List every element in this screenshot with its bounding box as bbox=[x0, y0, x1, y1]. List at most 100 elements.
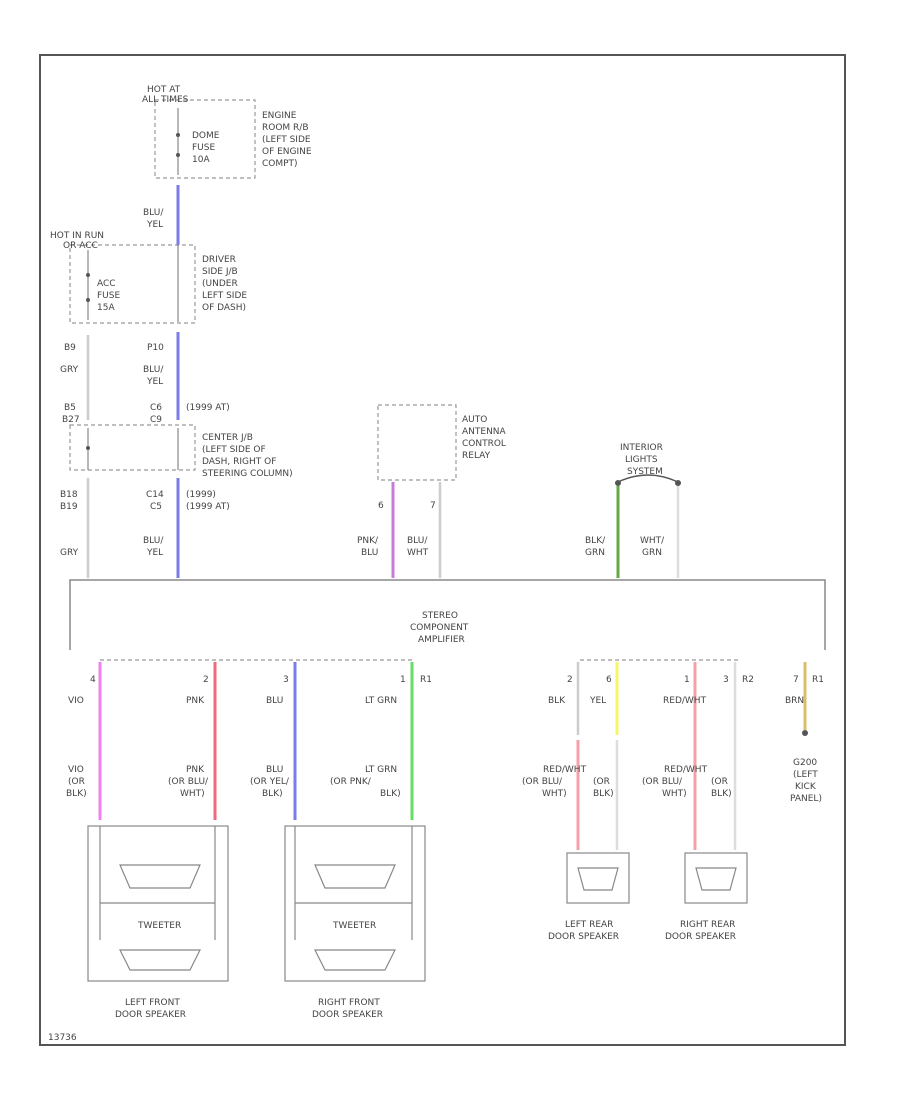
svg-text:WHT: WHT bbox=[407, 548, 429, 558]
interior-lights-node-a bbox=[615, 480, 621, 486]
svg-text:GRN: GRN bbox=[585, 548, 605, 558]
wire-label-red-wht: RED/WHT bbox=[663, 696, 707, 706]
svg-text:RED/WHT: RED/WHT bbox=[664, 765, 708, 775]
left-rear-speaker-label: LEFT REAR DOOR SPEAKER bbox=[548, 920, 619, 942]
svg-text:CONTROL: CONTROL bbox=[462, 439, 506, 449]
svg-text:(UNDER: (UNDER bbox=[202, 279, 238, 289]
wire-label-blu-or: BLU (OR YEL/ BLK) bbox=[250, 765, 290, 799]
center-jb-box bbox=[69, 424, 196, 471]
hot-run-sublabel: OR ACC bbox=[63, 241, 98, 251]
svg-text:CENTER J/B: CENTER J/B bbox=[202, 433, 253, 443]
wire-label-c6: C6 bbox=[150, 403, 162, 413]
svg-text:10A: 10A bbox=[192, 155, 210, 165]
wire-label-yel: YEL bbox=[589, 696, 606, 706]
wire-label-c6-note: (1999 AT) bbox=[186, 403, 230, 413]
svg-text:LEFT FRONT: LEFT FRONT bbox=[125, 998, 180, 1008]
diagram-footer-id: 13736 bbox=[48, 1033, 77, 1043]
svg-text:DOOR SPEAKER: DOOR SPEAKER bbox=[312, 1010, 383, 1020]
wire-label-pin-r1b: R1 bbox=[812, 675, 824, 685]
right-rear-speaker bbox=[684, 852, 748, 904]
svg-text:OF ENGINE: OF ENGINE bbox=[262, 147, 312, 157]
wire-label-c5-note: (1999 AT) bbox=[186, 502, 230, 512]
svg-text:BLU/: BLU/ bbox=[143, 208, 164, 218]
svg-text:PNK/: PNK/ bbox=[357, 536, 379, 546]
svg-text:BLK/: BLK/ bbox=[585, 536, 606, 546]
wire-label-pnk: PNK bbox=[186, 696, 205, 706]
wire-label-lt-grn-or: LT GRN (OR PNK/ BLK) bbox=[330, 765, 401, 799]
wire-label-blu: BLU bbox=[266, 696, 283, 706]
wire-label-pin-3: 3 bbox=[283, 675, 289, 685]
svg-text:GRN: GRN bbox=[642, 548, 662, 558]
svg-text:DASH, RIGHT OF: DASH, RIGHT OF bbox=[202, 457, 276, 467]
svg-text:DRIVER: DRIVER bbox=[202, 255, 236, 265]
svg-text:SIDE J/B: SIDE J/B bbox=[202, 267, 238, 277]
wire-label-pnk-or: PNK (OR BLU/ WHT) bbox=[168, 765, 209, 799]
svg-text:BLU: BLU bbox=[266, 765, 283, 775]
wire-label-lt-grn: LT GRN bbox=[365, 696, 397, 706]
wire-label-pin-6b: 6 bbox=[606, 675, 612, 685]
wire-label-pin-7: 7 bbox=[430, 501, 436, 511]
wire-label-pin-2: 2 bbox=[203, 675, 209, 685]
wire-label-c14-note: (1999) bbox=[186, 490, 216, 500]
svg-text:WHT): WHT) bbox=[662, 789, 687, 799]
svg-text:BLK): BLK) bbox=[262, 789, 283, 799]
acc-fuse-label: ACC FUSE 15A bbox=[97, 279, 120, 313]
interior-lights-node-b bbox=[675, 480, 681, 486]
svg-text:ENGINE: ENGINE bbox=[262, 111, 297, 121]
svg-text:PNK: PNK bbox=[186, 765, 205, 775]
svg-text:RIGHT REAR: RIGHT REAR bbox=[680, 920, 735, 930]
svg-text:ANTENNA: ANTENNA bbox=[462, 427, 507, 437]
interior-lights-bracket bbox=[617, 474, 679, 483]
svg-text:LEFT REAR: LEFT REAR bbox=[565, 920, 613, 930]
svg-text:VIO: VIO bbox=[68, 765, 84, 775]
svg-text:BLK): BLK) bbox=[593, 789, 614, 799]
left-front-speaker-label: LEFT FRONT DOOR SPEAKER bbox=[115, 998, 186, 1020]
acc-fuse-node-b bbox=[86, 298, 90, 302]
svg-text:(OR BLU/: (OR BLU/ bbox=[168, 777, 209, 787]
svg-text:DOME: DOME bbox=[192, 131, 220, 141]
left-front-speaker: TWEETER bbox=[87, 825, 229, 982]
wire-label-pin-2b: 2 bbox=[567, 675, 573, 685]
wire-label-b19: B19 bbox=[60, 502, 78, 512]
dome-fuse-node-a bbox=[176, 133, 180, 137]
svg-text:WHT/: WHT/ bbox=[640, 536, 665, 546]
svg-text:RED/WHT: RED/WHT bbox=[543, 765, 587, 775]
wire-label-b9: B9 bbox=[64, 343, 76, 353]
svg-text:COMPONENT: COMPONENT bbox=[410, 623, 469, 633]
engine-room-rb-label: ENGINE ROOM R/B (LEFT SIDE OF ENGINE COM… bbox=[262, 111, 312, 169]
svg-text:(OR: (OR bbox=[68, 777, 85, 787]
wire-label-pin-4: 4 bbox=[90, 675, 96, 685]
engine-room-rb-box bbox=[154, 99, 256, 179]
svg-text:SYSTEM: SYSTEM bbox=[627, 467, 663, 477]
svg-text:RIGHT FRONT: RIGHT FRONT bbox=[318, 998, 380, 1008]
wire-label-pin-7b: 7 bbox=[793, 675, 799, 685]
wire-label-blk-grn: BLK/ GRN bbox=[585, 536, 606, 558]
wire-label-red-wht-left: RED/WHT (OR BLU/ WHT) bbox=[522, 765, 587, 799]
svg-text:BLU: BLU bbox=[361, 548, 378, 558]
right-front-speaker: TWEETER bbox=[284, 825, 426, 982]
svg-text:BLU/: BLU/ bbox=[143, 365, 164, 375]
svg-text:OF DASH): OF DASH) bbox=[202, 303, 246, 313]
right-front-speaker-label: RIGHT FRONT DOOR SPEAKER bbox=[312, 998, 383, 1020]
wire-label-c5: C5 bbox=[150, 502, 162, 512]
svg-text:AMPLIFIER: AMPLIFIER bbox=[418, 635, 465, 645]
right-rear-speaker-label: RIGHT REAR DOOR SPEAKER bbox=[665, 920, 736, 942]
svg-text:LT GRN: LT GRN bbox=[365, 765, 397, 775]
svg-text:STEERING COLUMN): STEERING COLUMN) bbox=[202, 469, 293, 479]
svg-text:AUTO: AUTO bbox=[462, 415, 487, 425]
amplifier-label: STEREO COMPONENT AMPLIFIER bbox=[410, 611, 469, 645]
svg-text:BLK): BLK) bbox=[380, 789, 401, 799]
svg-text:DOOR SPEAKER: DOOR SPEAKER bbox=[665, 932, 736, 942]
wire-label-blk: BLK bbox=[548, 696, 566, 706]
wire-label-b27: B27 bbox=[62, 415, 80, 425]
svg-text:STEREO: STEREO bbox=[422, 611, 458, 621]
wire-label-c9: C9 bbox=[150, 415, 162, 425]
svg-text:15A: 15A bbox=[97, 303, 115, 313]
wire-label-or-blk-left: (OR BLK) bbox=[593, 777, 614, 799]
wire-label-pin-3b: 3 bbox=[723, 675, 729, 685]
wire-label-b18: B18 bbox=[60, 490, 78, 500]
svg-text:BLU/: BLU/ bbox=[143, 536, 164, 546]
wire-label-blu-yel-top: BLU/ YEL bbox=[143, 208, 164, 230]
hot-at-label: HOT AT bbox=[147, 85, 181, 95]
wire-label-or-blk-right: (OR BLK) bbox=[711, 777, 732, 799]
